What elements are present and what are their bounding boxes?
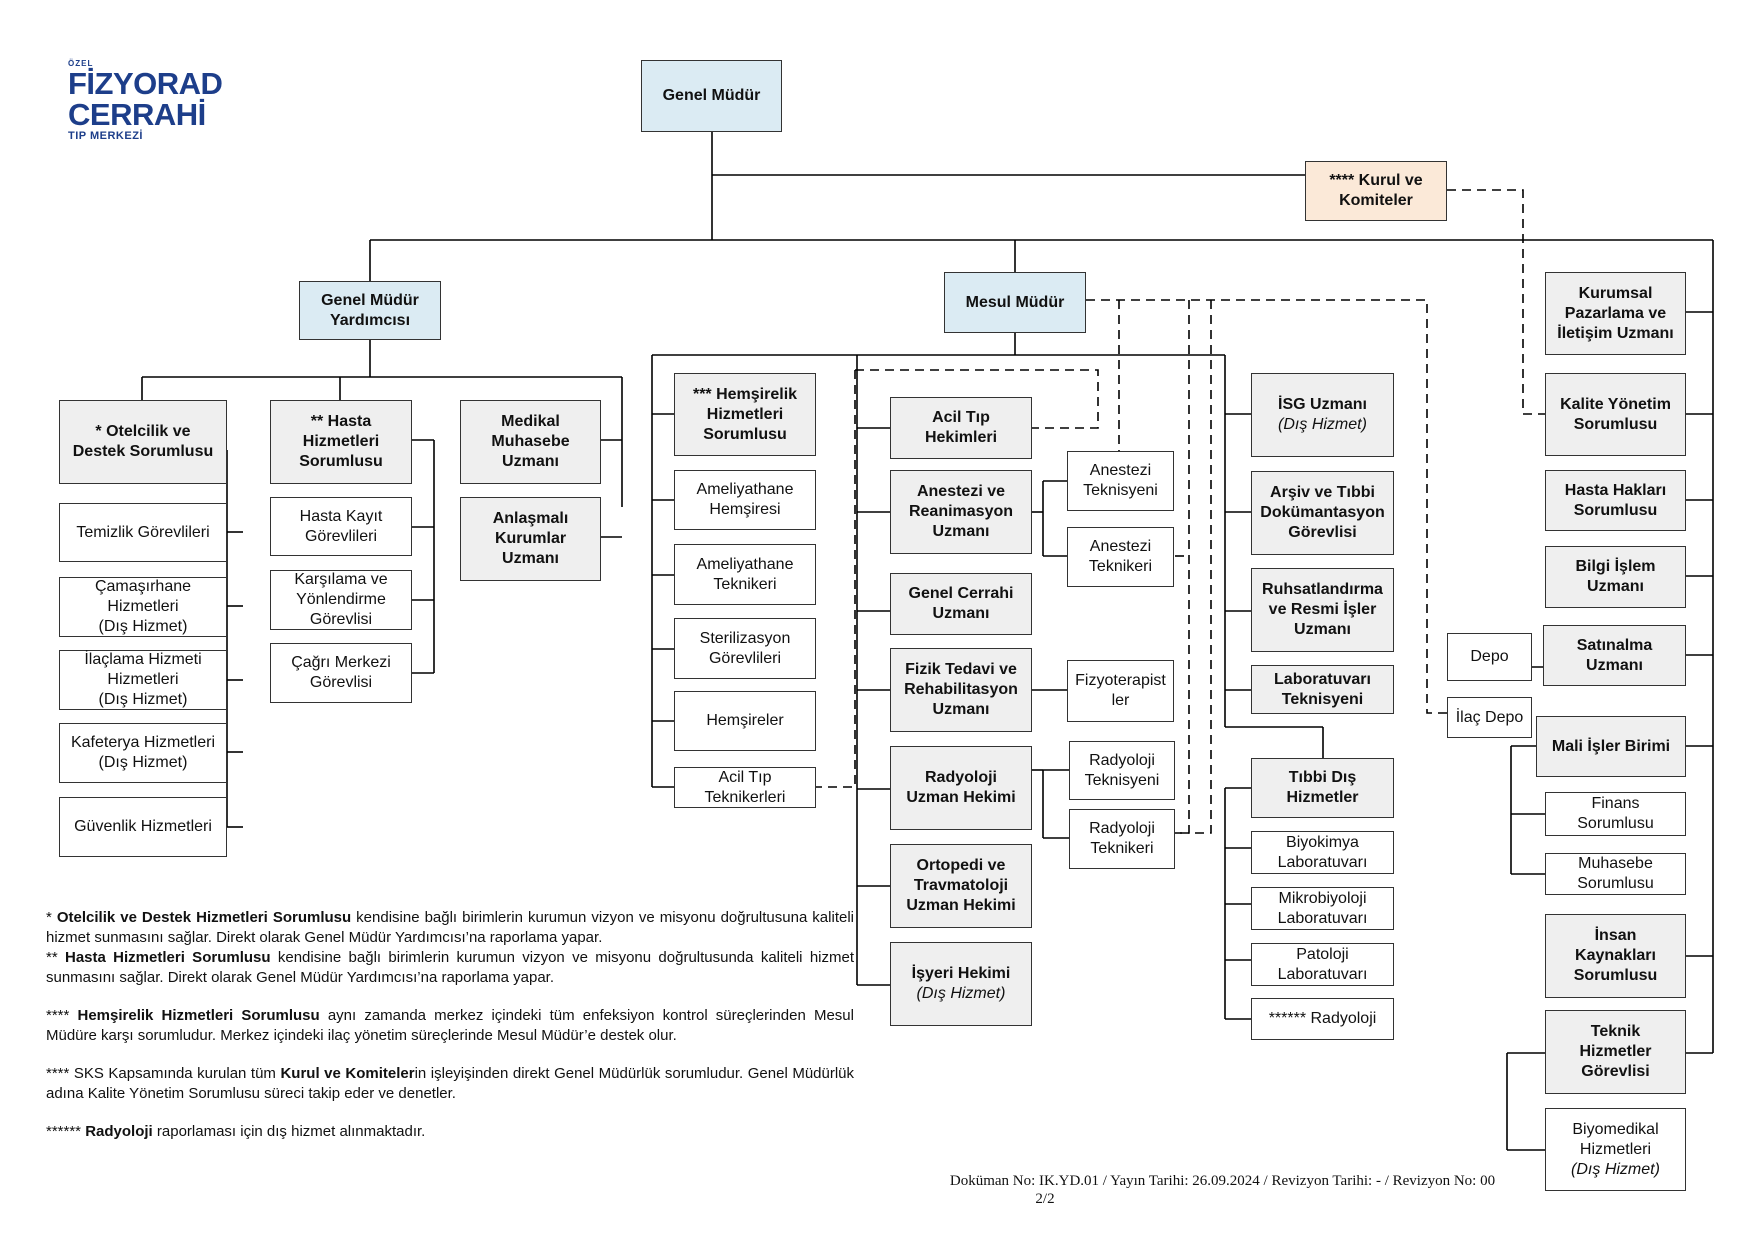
medikal-muhasebe-box: Medikal Muhasebe Uzmanı	[460, 400, 601, 484]
radyoloji-hekimi-box: Radyoloji Uzman Hekimi	[890, 746, 1032, 830]
mali-isler-box: Mali İşler Birimi	[1536, 716, 1686, 777]
ameliyathane-teknikeri-box: Ameliyathane Teknikeri	[674, 544, 816, 605]
anestezi-uzmani-box: Anestezi ve Reanimasyon Uzmanı	[890, 470, 1032, 554]
ortopedi-box: Ortopedi ve Travmatoloji Uzman Hekimi	[890, 844, 1032, 928]
fizik-tedavi-box: Fizik Tedavi ve Rehabilitasyon Uzmanı	[890, 648, 1032, 732]
isg-uzmani-label: İSG Uzmanı	[1278, 396, 1367, 413]
mesul-mudur-box: Mesul Müdür	[944, 272, 1086, 333]
note-1: * Otelcilik ve Destek Hizmetleri Sorumlu…	[46, 909, 854, 946]
guvenlik-box: Güvenlik Hizmetleri	[59, 797, 227, 857]
camasirhane-box: Çamaşırhane Hizmetleri (Dış Hizmet)	[59, 577, 227, 637]
ilac-depo-box: İlaç Depo	[1447, 697, 1532, 738]
kurul-komiteler-box: **** Kurul ve Komiteler	[1305, 161, 1447, 221]
arsiv-box: Arşiv ve Tıbbi Dokümantasyon Görevlisi	[1251, 471, 1394, 555]
patoloji-box: Patoloji Laboratuvarı	[1251, 943, 1394, 986]
biyomedikal-box: Biyomedikal Hizmetleri (Dış Hizmet)	[1545, 1108, 1686, 1191]
hasta-kayit-box: Hasta Kayıt Görevlileri	[270, 497, 412, 556]
biyokimya-box: Biyokimya Laboratuvarı	[1251, 831, 1394, 874]
depo-box: Depo	[1447, 633, 1532, 681]
otelcilik-box: * Otelcilik ve Destek Sorumlusu	[59, 400, 227, 484]
insan-kaynaklari-box: İnsan Kaynakları Sorumlusu	[1545, 914, 1686, 998]
isg-uzmani-sub: (Dış Hizmet)	[1278, 416, 1367, 433]
acil-tip-hekimleri-box: Acil Tıp Hekimleri	[890, 397, 1032, 459]
ameliyathane-hemsiresi-box: Ameliyathane Hemşiresi	[674, 470, 816, 530]
genel-cerrahi-box: Genel Cerrahi Uzmanı	[890, 573, 1032, 635]
radyoloji-teknikeri-box: Radyoloji Teknikeri	[1069, 809, 1175, 869]
isyeri-hekimi-label: İşyeri Hekimi	[911, 965, 1011, 982]
note-4: **** SKS Kapsamında kurulan tüm Kurul ve…	[46, 1065, 855, 1102]
radyoloji-dis-box: ****** Radyoloji	[1251, 998, 1394, 1040]
hasta-hizmetleri-box: ** Hasta Hizmetleri Sorumlusu	[270, 400, 412, 484]
page-number: 2/2	[1035, 1191, 1055, 1207]
isyeri-hekimi-sub: (Dış Hizmet)	[916, 985, 1006, 1002]
anlasmali-kurumlar-box: Anlaşmalı Kurumlar Uzmanı	[460, 497, 601, 581]
acil-tip-teknikerleri-box: Acil Tıp Teknikerleri	[674, 767, 816, 808]
document-footer: Doküman No: IK.YD.01 / Yayın Tarihi: 26.…	[949, 1173, 1496, 1189]
radyoloji-teknisyeni-box: Radyoloji Teknisyeni	[1069, 741, 1175, 800]
isyeri-hekimi-box: İşyeri Hekimi (Dış Hizmet)	[890, 942, 1032, 1026]
ilaclama-box: İlaçlama Hizmeti Hizmetleri (Dış Hizmet)	[59, 650, 227, 710]
kalite-yonetim-box: Kalite Yönetim Sorumlusu	[1545, 373, 1686, 456]
tibbi-dis-hizmetler-box: Tıbbi Dış Hizmetler	[1251, 758, 1394, 818]
mikrobiyoloji-box: Mikrobiyoloji Laboratuvarı	[1251, 887, 1394, 930]
cagri-merkezi-box: Çağrı Merkezi Görevlisi	[270, 643, 412, 703]
genel-mudur-yardimcisi-box: Genel Müdür Yardımcısı	[299, 281, 441, 340]
ruhsatlandirma-box: Ruhsatlandırma ve Resmi İşler Uzmanı	[1251, 568, 1394, 652]
hemsirelik-box: *** Hemşirelik Hizmetleri Sorumlusu	[674, 373, 816, 456]
kurumsal-pazarlama-box: Kurumsal Pazarlama ve İletişim Uzmanı	[1545, 272, 1686, 355]
satinalma-box: Satınalma Uzmanı	[1543, 625, 1686, 686]
isg-uzmani-box: İSG Uzmanı (Dış Hizmet)	[1251, 373, 1394, 457]
muhasebe-box: Muhasebe Sorumlusu	[1545, 853, 1686, 895]
bilgi-islem-box: Bilgi İşlem Uzmanı	[1545, 546, 1686, 608]
anestezi-teknisyeni-box: Anestezi Teknisyeni	[1067, 451, 1174, 511]
biyomedikal-sub: (Dış Hizmet)	[1571, 1160, 1660, 1178]
note-2: ** Hasta Hizmetleri Sorumlusu kendisine …	[46, 949, 855, 986]
hasta-haklari-box: Hasta Hakları Sorumlusu	[1545, 470, 1686, 531]
note-5: ****** Radyoloji raporlaması için dış hi…	[46, 1123, 426, 1140]
karsilama-box: Karşılama ve Yönlendirme Görevlisi	[270, 570, 412, 630]
sterilizasyon-box: Sterilizasyon Görevlileri	[674, 618, 816, 679]
biyomedikal-label: Biyomedikal Hizmetleri	[1572, 1120, 1659, 1158]
teknik-hizmetler-box: Teknik Hizmetler Görevlisi	[1545, 1010, 1686, 1094]
fizyoterapistler-box: Fizyoterapist ler	[1067, 660, 1174, 722]
hemsireler-box: Hemşireler	[674, 691, 816, 751]
kafeterya-box: Kafeterya Hizmetleri (Dış Hizmet)	[59, 723, 227, 783]
anestezi-teknikeri-box: Anestezi Teknikeri	[1067, 527, 1174, 587]
footnotes: * Otelcilik ve Destek Hizmetleri Sorumlu…	[46, 908, 854, 1154]
genel-mudur-box: Genel Müdür	[641, 60, 782, 132]
note-3: **** Hemşirelik Hizmetleri Sorumlusu ayn…	[46, 1007, 854, 1044]
laboratuvar-teknisyeni-box: Laboratuvarı Teknisyeni	[1251, 665, 1394, 714]
temizlik-box: Temizlik Görevlileri	[59, 503, 227, 562]
finans-box: Finans Sorumlusu	[1545, 792, 1686, 836]
logo: ÖZEL FİZYORAD CERRAHİ TIP MERKEZİ	[68, 59, 223, 143]
